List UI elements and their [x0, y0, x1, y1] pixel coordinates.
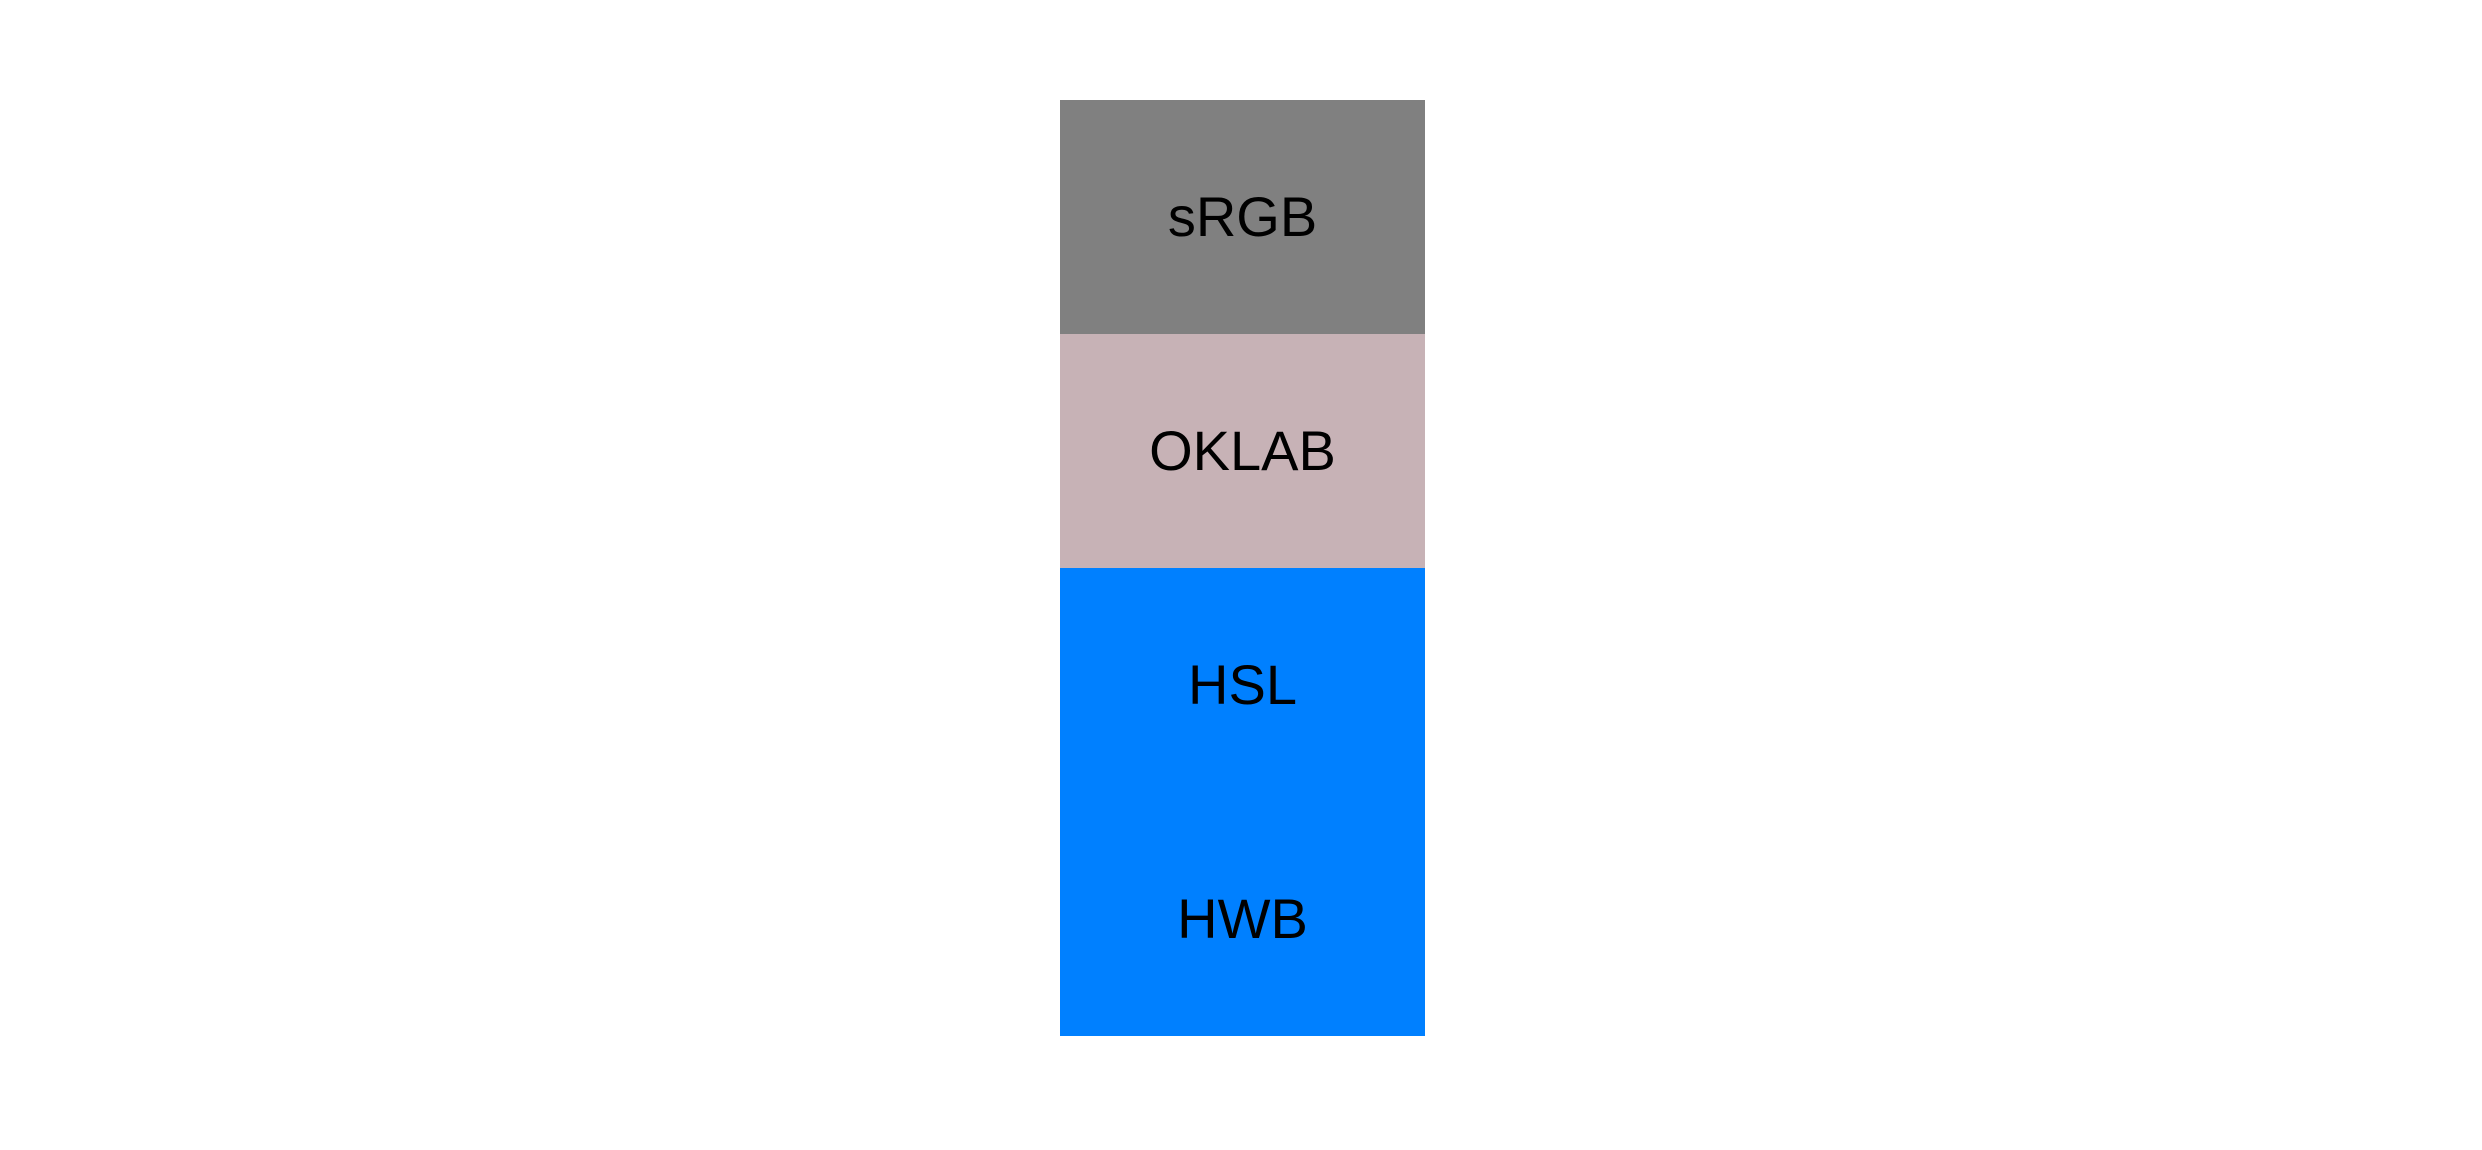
swatch-label-srgb: sRGB [1167, 185, 1318, 248]
swatch-hsl: HSL [1060, 568, 1425, 802]
color-swatch-stack: sRGB OKLAB HSL HWB [1060, 100, 1425, 1036]
swatch-oklab: OKLAB [1060, 334, 1425, 568]
swatch-srgb: sRGB [1060, 100, 1425, 334]
swatch-label-oklab: OKLAB [1149, 419, 1336, 482]
swatch-hwb: HWB [1060, 802, 1425, 1036]
swatch-label-hsl: HSL [1188, 653, 1297, 716]
swatch-label-hwb: HWB [1177, 887, 1308, 950]
